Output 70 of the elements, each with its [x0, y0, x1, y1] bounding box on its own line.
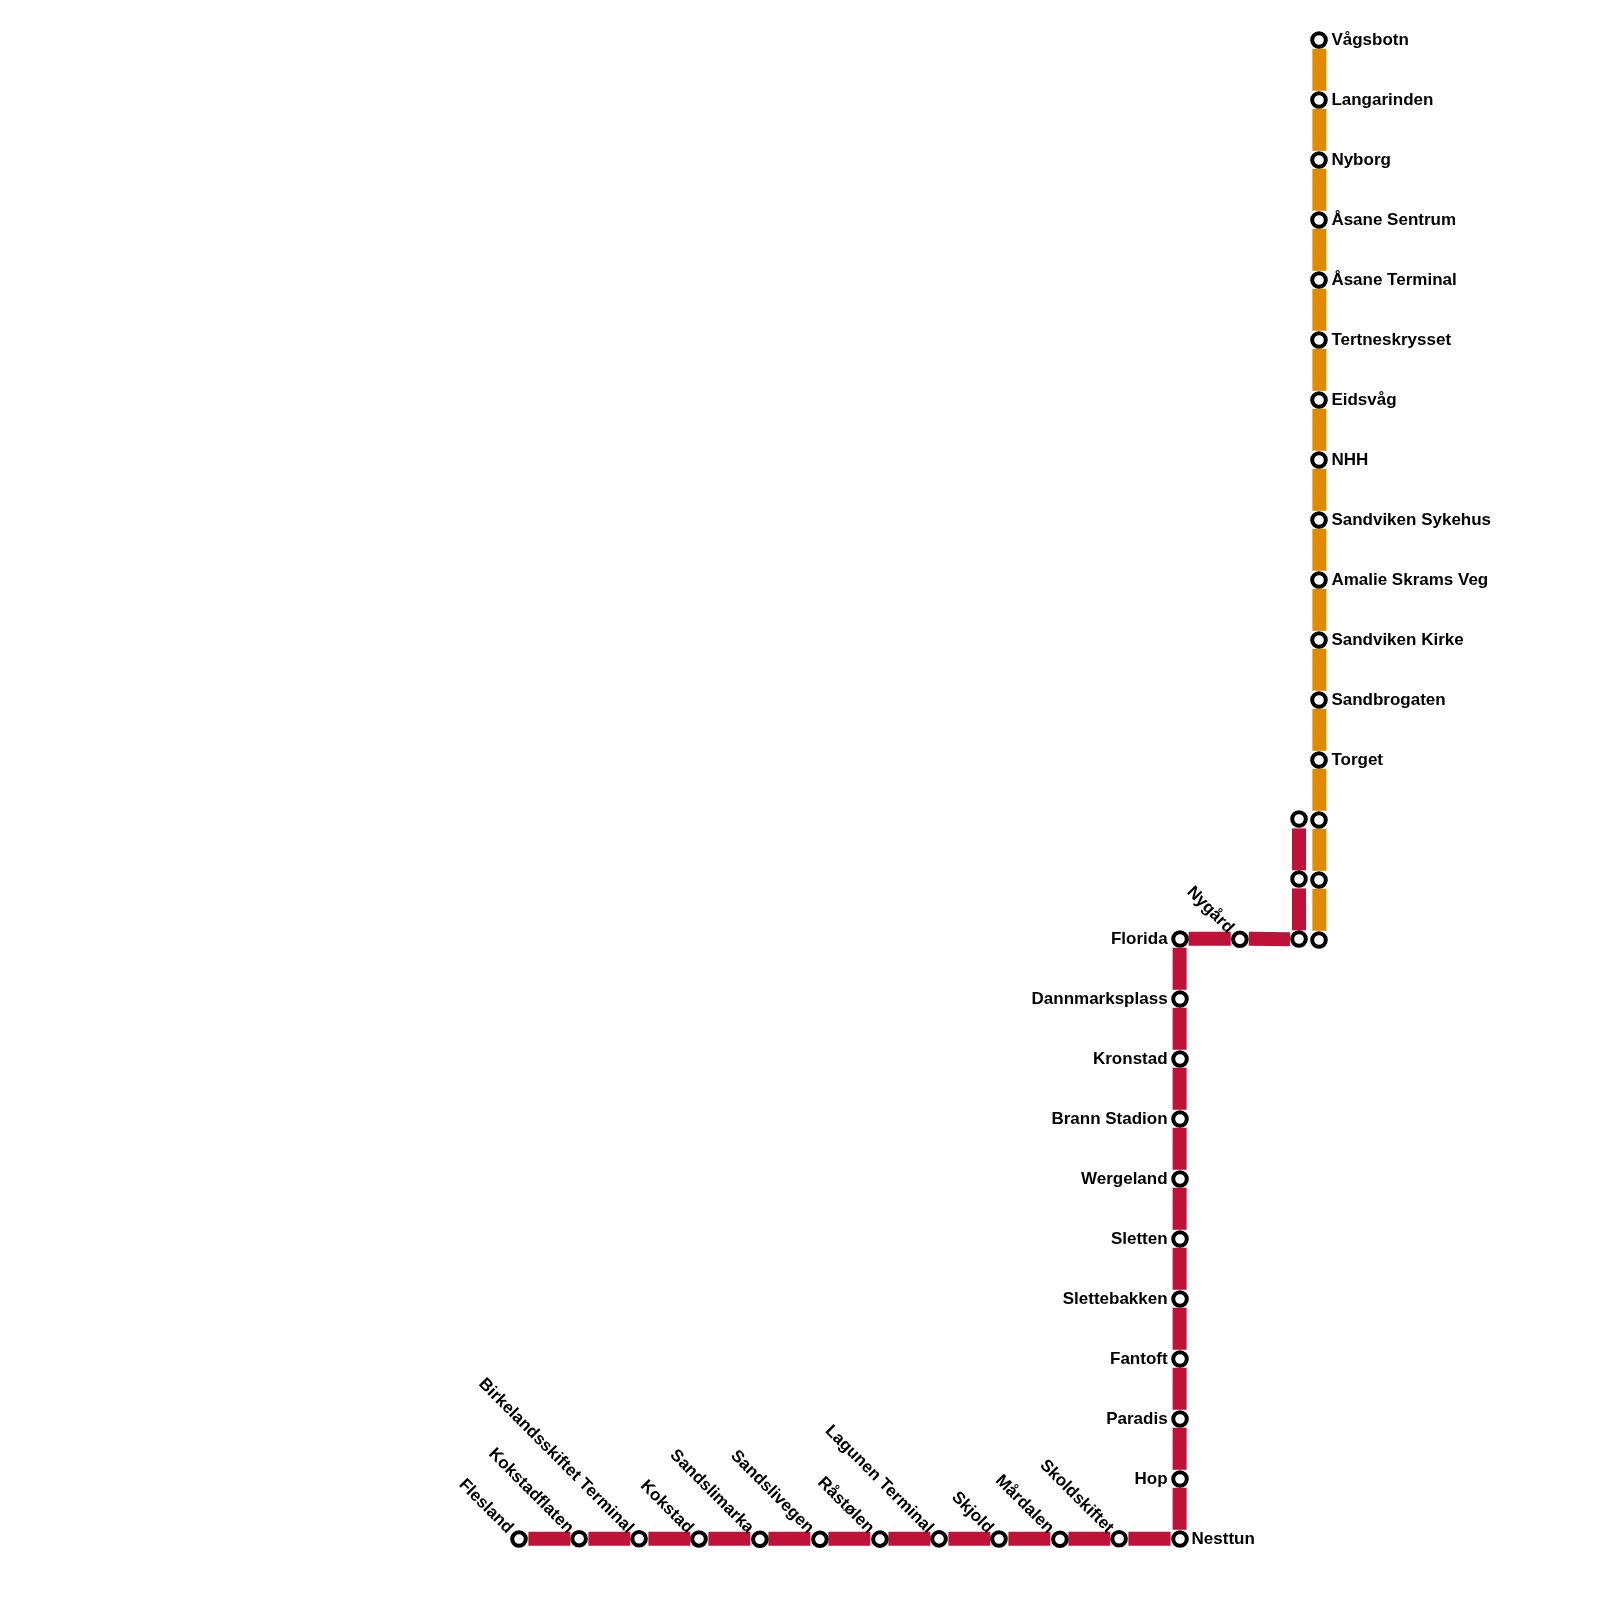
station-name: Slettebakken [1062, 1288, 1168, 1309]
station-name: Vågsbotn [1331, 29, 1409, 50]
station-name: NHH [1331, 449, 1369, 470]
station-name: Fantoft [1110, 1348, 1168, 1369]
track-line [948, 1531, 991, 1546]
track-line [1128, 1531, 1171, 1546]
track-line [768, 1531, 811, 1546]
track-line [1248, 931, 1291, 947]
track-line [1312, 888, 1327, 931]
station-circle [1310, 870, 1329, 889]
track-line [1292, 828, 1306, 871]
track-line [1172, 1487, 1187, 1530]
track-line [1172, 1367, 1187, 1410]
track-line [528, 1531, 571, 1546]
track-line [708, 1531, 751, 1546]
track-line [888, 1531, 931, 1546]
track-line [1312, 528, 1327, 571]
station-name: Nesttun [1191, 1528, 1255, 1549]
station-name: Paradis [1106, 1408, 1168, 1429]
track-line [648, 1531, 691, 1546]
track-line [1008, 1531, 1051, 1546]
track-line [1312, 348, 1327, 391]
track-line [1312, 408, 1327, 451]
track-line [588, 1531, 631, 1546]
station-circle [1289, 930, 1308, 949]
station-circle [1289, 870, 1308, 889]
track-line [1312, 708, 1327, 751]
track-line [1172, 947, 1187, 990]
station-name: Dannmarksplass [1031, 988, 1168, 1009]
track-line [1172, 1067, 1187, 1110]
station-name: Kronstad [1092, 1048, 1168, 1069]
track-line [828, 1531, 871, 1546]
station-circle [1289, 810, 1308, 829]
track-line [1172, 1007, 1187, 1050]
track-line [1312, 288, 1327, 331]
track-line [1312, 48, 1327, 91]
station-name: Åsane Sentrum [1331, 209, 1457, 230]
station-name: Sletten [1110, 1228, 1168, 1249]
station-name: Nyborg [1331, 149, 1391, 170]
station-name: Sandviken Sykehus [1331, 509, 1492, 530]
station-name: Hop [1134, 1468, 1168, 1489]
station-name: Eidsvåg [1331, 389, 1397, 410]
track-line [1172, 1127, 1187, 1170]
station-name: Brann Stadion [1051, 1108, 1168, 1129]
station-name: Tertneskrysset [1331, 329, 1452, 350]
track-line [1312, 588, 1327, 631]
track-line [1312, 468, 1327, 511]
track-line [1172, 1307, 1187, 1350]
station-name: Wergeland [1081, 1168, 1168, 1189]
track-line [1172, 1247, 1187, 1290]
track-line [1312, 648, 1327, 691]
track-line [1172, 1187, 1187, 1230]
station-circle [1310, 810, 1329, 829]
station-name: Torget [1331, 749, 1383, 770]
station-name: Åsane Terminal [1331, 269, 1457, 290]
track-line [1188, 931, 1231, 946]
track-line [1312, 228, 1327, 271]
track-line [1312, 108, 1327, 151]
station-circle [1310, 930, 1329, 949]
track-line [1172, 1427, 1187, 1470]
track-line [1068, 1531, 1111, 1546]
station-name: Amalie Skrams Veg [1331, 569, 1489, 590]
station-name: Langarinden [1331, 89, 1434, 110]
station-name: Sandbrogaten [1331, 689, 1446, 710]
station-name: Sandviken Kirke [1331, 629, 1464, 650]
track-line [1312, 168, 1327, 211]
track-line [1292, 888, 1306, 931]
track-line [1312, 768, 1327, 811]
track-line [1312, 828, 1327, 871]
station-name: Florida [1110, 928, 1168, 949]
